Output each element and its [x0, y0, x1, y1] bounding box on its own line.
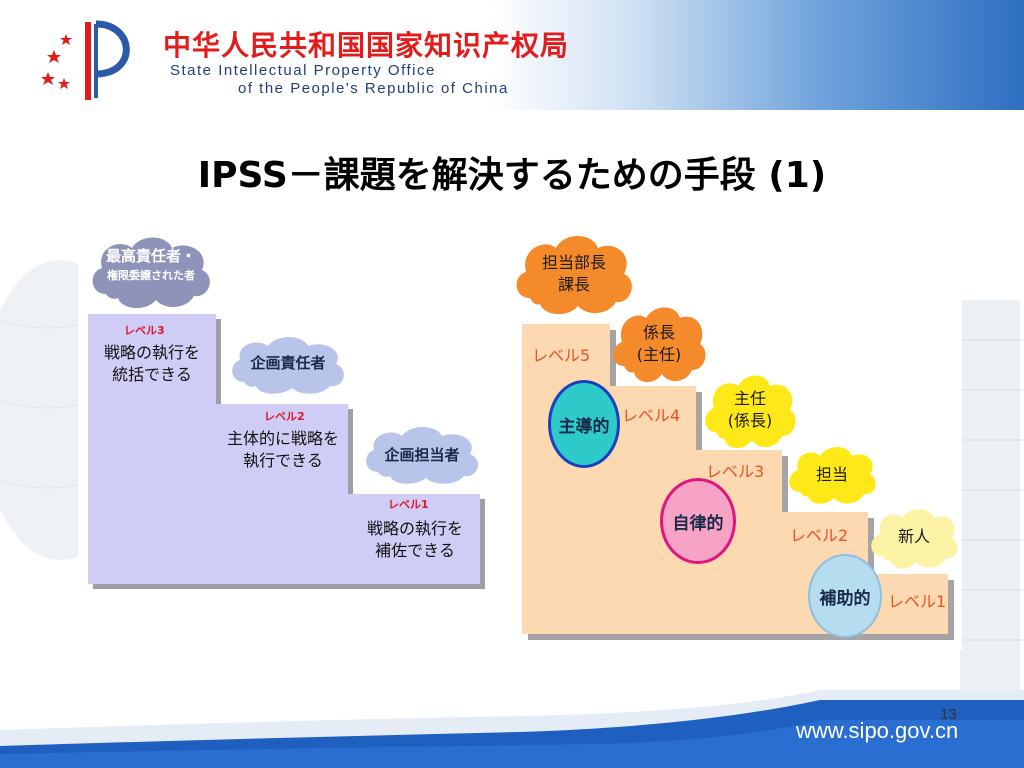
right-stair-level-5 [522, 324, 610, 634]
right-role-cloud-3 [705, 375, 796, 449]
left-role-text-1: 企画担当者 [384, 446, 460, 464]
circle-supporting: 補助的 [808, 554, 882, 638]
left-stair-step-1 [348, 494, 480, 584]
right-role-cloud-1 [871, 509, 958, 569]
left-role-text-3: 最高責任者・ 権限委譲された者 [105, 247, 196, 282]
org-name-chinese: 中华人民共和国国家知识产权局 [163, 29, 570, 62]
right-level-label-3: レベル3 [706, 462, 765, 481]
right-stair-level-1 [868, 574, 948, 634]
right-role-cloud-5 [516, 236, 632, 315]
right-role-text-4: 係長 (主任) [636, 323, 682, 364]
left-role-text-2: 企画責任者 [250, 354, 326, 372]
right-level-label-4: レベル4 [622, 406, 681, 425]
circle-autonomous: 自律的 [660, 478, 736, 564]
sipo-logo-icon [41, 20, 130, 100]
website-url[interactable]: www.sipo.gov.cn [796, 718, 959, 743]
left-step-text-2: 主体的に戦略を 執行できる [226, 429, 339, 470]
circle-leading: 主導的 [548, 380, 620, 468]
right-level-diagram: レベル5 レベル4 レベル3 レベル2 レベル1 担当部長 課長 係長 (主任)… [512, 232, 962, 650]
slide-title: IPSS－課題を解決するための手段 (1) [197, 155, 827, 196]
right-level-label-2: レベル2 [790, 526, 849, 545]
left-role-cloud-2 [232, 337, 344, 394]
left-role-cloud-3 [92, 237, 210, 309]
right-role-text-2: 担当 [815, 465, 848, 484]
right-role-text-5: 担当部長 課長 [541, 253, 606, 294]
right-role-cloud-2 [789, 447, 876, 504]
left-step-text-3: 戦略の執行を 統括できる [103, 343, 200, 384]
left-step-text-1: 戦略の執行を 補佐できる [366, 519, 463, 560]
page-number: 13 [940, 706, 957, 723]
left-level-label-3: レベル3 [124, 324, 165, 337]
org-name-english-line2: of the People's Republic of China [238, 80, 509, 97]
right-level-label-1: レベル1 [888, 592, 947, 611]
left-stair-step-3 [88, 314, 216, 584]
left-stair-step-2 [216, 404, 348, 584]
left-level-label-2: レベル2 [264, 410, 305, 423]
right-level-label-5: レベル5 [532, 346, 591, 365]
header-banner: 中华人民共和国国家知识产权局 State Intellectual Proper… [0, 0, 1024, 110]
right-role-cloud-4 [613, 307, 706, 383]
right-role-text-3: 主任 (係長) [727, 389, 773, 430]
left-role-cloud-1 [366, 427, 478, 484]
left-level-label-1: レベル1 [388, 498, 429, 511]
left-level-diagram: レベル3 レベル2 レベル1 戦略の執行を 統括できる 主体的に戦略を 執行でき… [78, 232, 490, 598]
org-name-english-line1: State Intellectual Property Office [170, 62, 436, 79]
right-role-text-1: 新人 [897, 527, 930, 546]
footer-wave [0, 690, 1024, 768]
